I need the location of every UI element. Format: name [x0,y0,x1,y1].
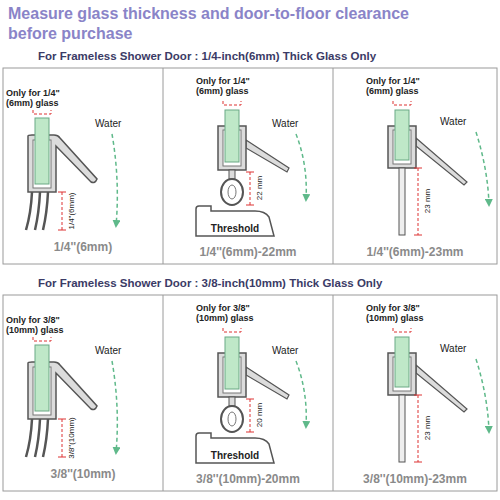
threshold-shape: Threshold [195,432,275,464]
dimension: 1/4"(6mm) [67,192,76,229]
threshold-shape: Threshold [195,205,275,237]
caption: 1/4''(6mm) [54,240,112,254]
water-label: Water [95,345,121,356]
water-label: Water [440,343,466,354]
water-label: Water [440,116,466,127]
dimension: 23 mm [423,189,432,213]
glass-note: Only for 1/4" (6mm) glass [6,88,78,109]
dimension: 23 mm [423,416,432,440]
glass-note: Only for 3/8" (10mm) glass [6,315,78,336]
water-label: Water [272,118,298,129]
caption: 3/8''(10mm)-23mm [363,472,467,486]
dimension: 22 mm [255,176,264,200]
glass-note: Only for 1/4" (6mm) glass [196,76,268,97]
dimension: 20 mm [255,403,264,427]
glass-note: Only for 3/8" (10mm) glass [196,303,268,324]
caption: 3/8''(10mm)-20mm [196,472,300,486]
caption: 1/4''(6mm)-22mm [199,245,296,259]
glass-note: Only for 3/8" (10mm) glass [366,303,438,324]
title: Measure glass thickness and door-to-floo… [8,4,438,44]
caption: 3/8''(10mm) [50,467,115,481]
caption: 1/4''(6mm)-23mm [366,245,463,259]
threshold-label: Threshold [195,432,275,461]
dimension: 3/8"(10mm) [67,417,76,459]
water-label: Water [272,345,298,356]
section-heading: For Frameless Shower Door : 3/8-inch(10m… [38,277,382,289]
section-heading: For Frameless Shower Door : 1/4-inch(6mm… [38,50,376,62]
glass-note: Only for 1/4" (6mm) glass [366,76,438,97]
threshold-label: Threshold [195,205,275,234]
water-label: Water [95,118,121,129]
